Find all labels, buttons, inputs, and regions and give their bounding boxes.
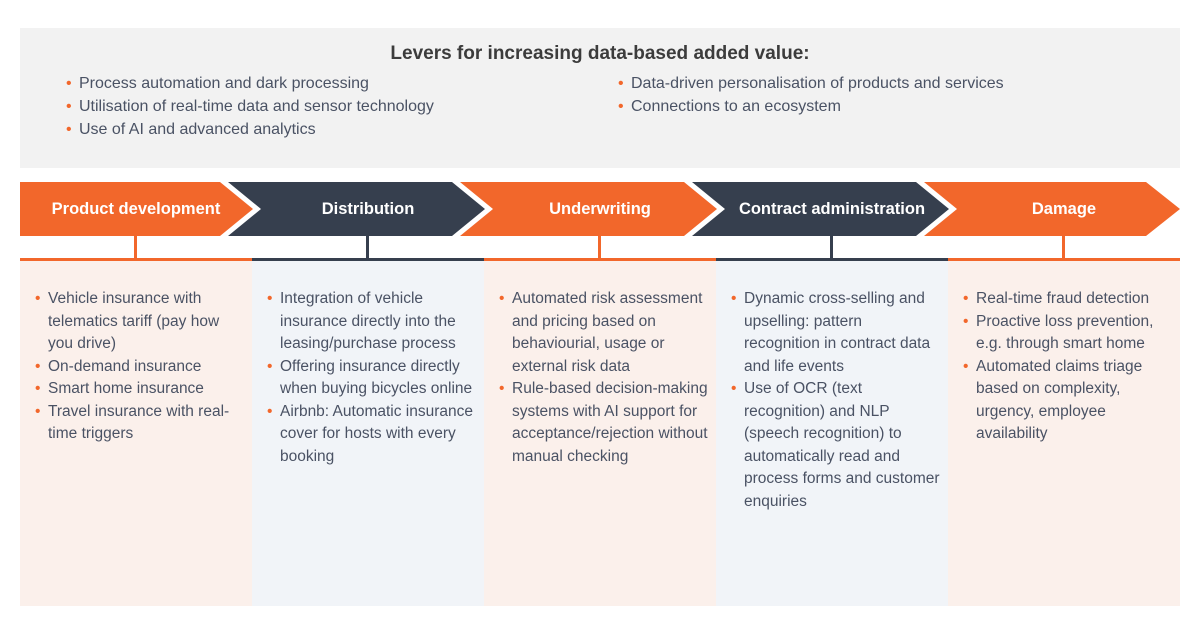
stage-bullet-item: • Offering insurance directly when buying… [267,356,476,401]
bullet-dot-icon: • [963,357,969,375]
lever-item: • Data-driven personalisation of products… [618,72,1180,95]
bullet-dot-icon: • [618,75,624,92]
connector-tick-damage [1062,236,1065,258]
stage-label-distribution: Distribution [321,200,415,218]
bullet-dot-icon: • [731,380,737,397]
connector-tick-product-development [134,236,137,258]
levers-columns: •Process automation and dark processing•… [20,72,1180,141]
connector-tick-distribution [366,236,369,258]
stage-bullet-list: • Integration of vehicle insurance direct… [252,261,484,468]
stage-bullet-item: • Real-time fraud detection [963,288,1172,311]
stage-column-damage: • Real-time fraud detection • Proactive los… [948,261,1180,606]
stage-bullet-item: • Vehicle insurance with telematics tarif… [35,288,244,356]
bullet-dot-icon: • [963,290,969,307]
stage-bullet-item: • Integration of vehicle insurance direct… [267,288,476,356]
bullet-dot-icon: • [499,290,505,307]
stage-bullet-item: • Automated risk assessment and pricing b… [499,288,708,378]
bullet-text: Airbnb: Automatic insurance cover for ho… [280,402,473,465]
connector-tick-contract-administration [830,236,833,258]
lever-item: • Process automation and dark processing [66,72,600,95]
stage-column-product-development: • Vehicle insurance with telematics tarif… [20,261,252,606]
bullet-dot-icon: • [267,290,273,307]
connector-line-damage [948,258,1180,261]
stage-bullet-item: • Use of OCR (text recognition) and NLP (… [731,378,940,513]
stage-label-damage: Damage [1031,200,1097,218]
stage-column-contract-administration: • Dynamic cross-selling and upselling: pa… [716,261,948,606]
bullet-dot-icon: • [963,312,969,330]
bullet-text: Offering insurance directly when buying … [280,357,473,398]
stage-label-product-development: Product development [51,200,221,218]
stage-label-underwriting: Underwriting [549,200,651,218]
bullet-dot-icon: • [731,290,737,307]
bullet-dot-icon: • [66,75,72,92]
bullet-text: Use of OCR (text recognition) and NLP (s… [744,380,940,510]
process-chain: Product development Distribution Underwrit… [20,182,1180,236]
stage-arrow-underwriting [460,182,717,236]
levers-title: Levers for increasing data-based added v… [390,43,810,64]
connector-line-underwriting [484,258,716,261]
bullet-text: Rule-based decision-making systems with … [512,380,708,465]
stage-bullet-item: • Automated claims triage based on comple… [963,356,1172,446]
bullet-dot-icon: • [66,121,72,138]
bullet-dot-icon: • [618,98,624,115]
bullet-dot-icon: • [267,402,273,420]
lever-item: • Utilisation of real-time data and senso… [66,95,600,118]
bullet-text: Vehicle insurance with telematics tariff… [48,290,220,352]
bullet-dot-icon: • [499,380,505,397]
stage-arrow-contract-administration [692,182,949,236]
bullet-text: Connections to an ecosystem [631,98,841,115]
lever-item: • Use of AI and advanced analytics [66,118,600,141]
bullet-text: Automated claims triage based on complex… [976,357,1143,443]
levers-list-left: •Process automation and dark processing•… [20,72,600,141]
bullet-text: Utilisation of real-time data and sensor… [79,98,434,115]
lever-item: • Connections to an ecosystem [618,95,1180,118]
bullet-text: Smart home insurance [48,380,204,397]
connector-tick-underwriting [598,236,601,258]
process-chain-arrows [20,182,1180,236]
levers-list-right: • Data-driven personalisation of products… [600,72,1180,141]
stage-arrow-distribution [228,182,485,236]
stage-bullet-item: • Airbnb: Automatic insurance cover for h… [267,401,476,469]
stage-bullet-list: • Vehicle insurance with telematics tarif… [20,261,252,446]
stage-arrow-damage [924,182,1180,236]
connector-line-distribution [252,258,484,261]
bullet-text: On-demand insurance [48,357,202,375]
bullet-text: Travel insurance with real-time triggers [48,402,230,443]
bullet-dot-icon: • [35,402,41,420]
stage-bullet-item: • Travel insurance with real-time trigger… [35,401,244,446]
stage-bullet-list: • Automated risk assessment and pricing b… [484,261,716,468]
bullet-text: Integration of vehicle insurance directl… [280,290,456,352]
bullet-text: Real-time fraud detection [976,290,1150,307]
stage-bullet-item: • On-demand insurance [35,356,244,379]
bullet-dot-icon: • [35,290,41,307]
bullet-text: Dynamic cross-selling and upselling: pat… [744,290,931,375]
stage-bullet-item: • Smart home insurance [35,378,244,401]
stage-bullet-item: • Dynamic cross-selling and upselling: pa… [731,288,940,378]
bullet-dot-icon: • [35,380,41,397]
stage-bullet-list: • Dynamic cross-selling and upselling: pa… [716,261,948,513]
levers-panel: Levers for increasing data-based added v… [20,28,1180,168]
stage-bullet-item: • Rule-based decision-making systems with… [499,378,708,468]
bullet-text: Automated risk assessment and pricing ba… [512,290,703,375]
bullet-dot-icon: • [267,357,273,375]
bullet-text: Data-driven personalisation of products … [631,75,1004,92]
stage-label-contract-administration: Contract administration [738,200,926,218]
bullet-dot-icon: • [35,357,41,375]
stage-column-underwriting: • Automated risk assessment and pricing b… [484,261,716,606]
bullet-text: Proactive loss prevention, e.g. through … [976,312,1154,353]
stage-bullet-list: • Real-time fraud detection • Proactive los… [948,261,1180,446]
connector-line-product-development [20,258,252,261]
stage-column-distribution: • Integration of vehicle insurance direct… [252,261,484,606]
connector-line-contract-administration [716,258,948,261]
stage-arrow-product-development [20,182,253,236]
bullet-text: Use of AI and advanced analytics [79,121,316,138]
stage-bullet-item: • Proactive loss prevention, e.g. through… [963,311,1172,356]
bullet-dot-icon: • [66,98,72,115]
bullet-text: Process automation and dark processing [79,75,369,92]
